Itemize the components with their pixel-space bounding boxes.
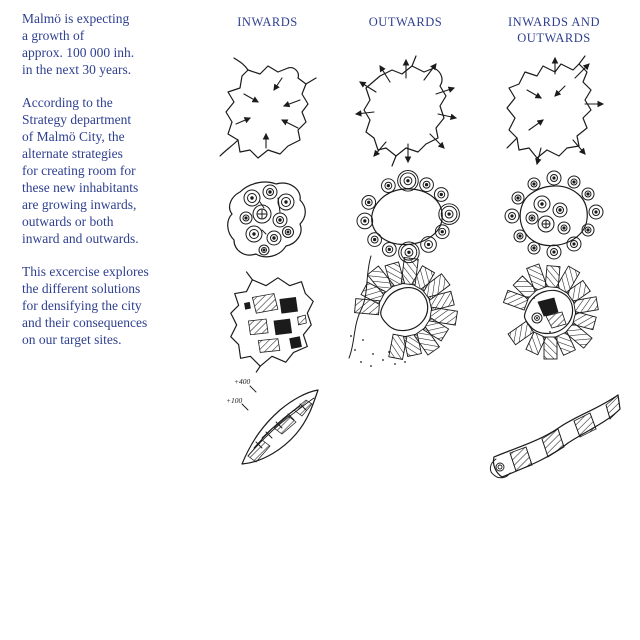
sketch-inout-dense-strips (490, 256, 612, 372)
intro-text-block: Malmö is expecting a growth of approx. 1… (22, 10, 177, 364)
sketch-inout-terraces (488, 385, 623, 485)
sketch-inwards-arrows-map (212, 56, 322, 168)
sketch-inout-rings-clusters (492, 166, 612, 272)
sketch-outwards-ring-petals (348, 170, 463, 268)
intro-paragraph-exercise: This excercise explores the different so… (22, 264, 149, 347)
intro-paragraph-strategy: According to the Strategy department of … (22, 95, 139, 246)
sketch-inout-arrows-map (495, 54, 610, 169)
intro-paragraph-growth: Malmö is expecting a growth of approx. 1… (22, 11, 135, 77)
sketch-outwards-arrows-map (348, 50, 463, 170)
sketch-inwards-terraces: +400 +100 (222, 372, 327, 474)
column-header-inwards: INWARDS (237, 15, 298, 29)
column-header-outwards: OUTWARDS (368, 15, 443, 29)
sketch-inwards-dense-blocks (222, 268, 322, 374)
elevation-label-400: +400 (234, 377, 251, 386)
column-header-inwards-and-outwards: INWARDS AND OUTWARDS (508, 15, 600, 45)
elevation-label-100: +100 (226, 396, 243, 405)
sketch-inwards-circle-clusters (218, 172, 318, 267)
sketch-outwards-radial-strips (345, 252, 467, 368)
